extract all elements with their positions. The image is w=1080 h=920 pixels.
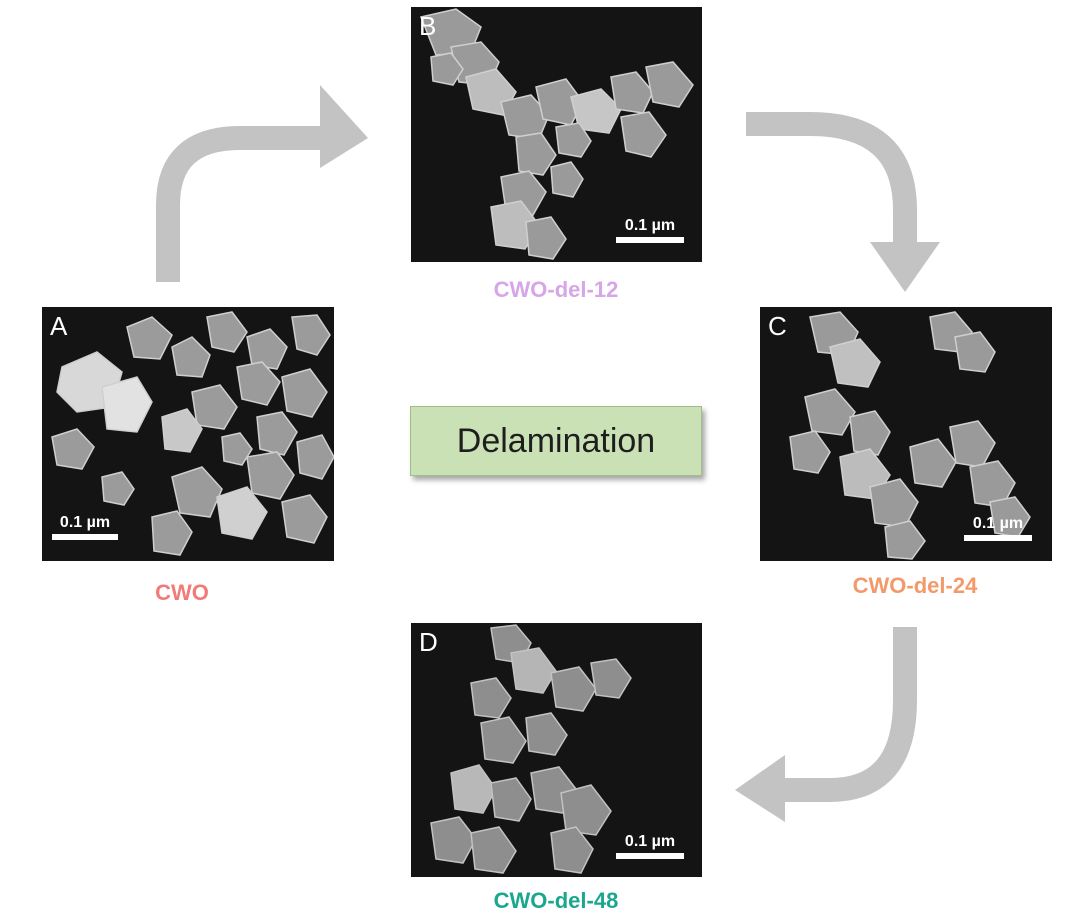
panel-letter-d: D xyxy=(419,627,438,657)
caption-a: CWO xyxy=(155,580,209,605)
scale-bar-label-c: 0.1 µm xyxy=(972,515,1024,532)
scale-bar-label-d: 0.1 µm xyxy=(624,833,676,850)
scale-bar-b: 0.1 µm xyxy=(616,217,684,243)
sem-panel-b: B 0.1 µm xyxy=(411,7,702,262)
sem-panel-c: C 0.1 µm xyxy=(760,307,1052,561)
sem-image-b xyxy=(419,8,694,260)
scale-bar-label-b: 0.1 µm xyxy=(624,217,676,234)
sem-panel-d: D 0.1 µm xyxy=(411,623,702,877)
scale-bar-label-a: 0.1 µm xyxy=(59,514,111,531)
arrow-c-to-d xyxy=(785,627,917,802)
sem-image-c xyxy=(789,311,1031,560)
delamination-label-box: Delamination xyxy=(410,406,702,476)
panel-letter-a: A xyxy=(50,311,68,341)
arrow-a-to-b-head xyxy=(320,85,368,168)
scale-bar-line-d xyxy=(616,853,684,859)
arrow-c-to-d-head xyxy=(735,755,785,822)
arrow-b-to-c-head xyxy=(870,242,940,292)
scale-bar-d: 0.1 µm xyxy=(616,833,684,859)
scale-bar-line-a xyxy=(52,534,118,540)
sem-image-d xyxy=(430,624,632,874)
caption-b: CWO-del-12 xyxy=(493,277,619,302)
panel-letter-b: B xyxy=(419,11,437,41)
scale-bar-a: 0.1 µm xyxy=(52,514,118,540)
delamination-label: Delamination xyxy=(456,421,656,460)
panel-letter-c: C xyxy=(768,311,787,341)
scale-bar-line-c xyxy=(964,535,1032,541)
sem-panel-a: A 0.1 µm xyxy=(42,307,334,561)
caption-d: CWO-del-48 xyxy=(493,888,619,913)
arrow-b-to-c xyxy=(746,112,917,242)
scale-bar-line-b xyxy=(616,237,684,243)
scale-bar-c: 0.1 µm xyxy=(964,515,1032,541)
sem-image-a xyxy=(51,311,334,556)
caption-c: CWO-del-24 xyxy=(852,573,978,598)
arrow-a-to-b xyxy=(156,126,322,282)
